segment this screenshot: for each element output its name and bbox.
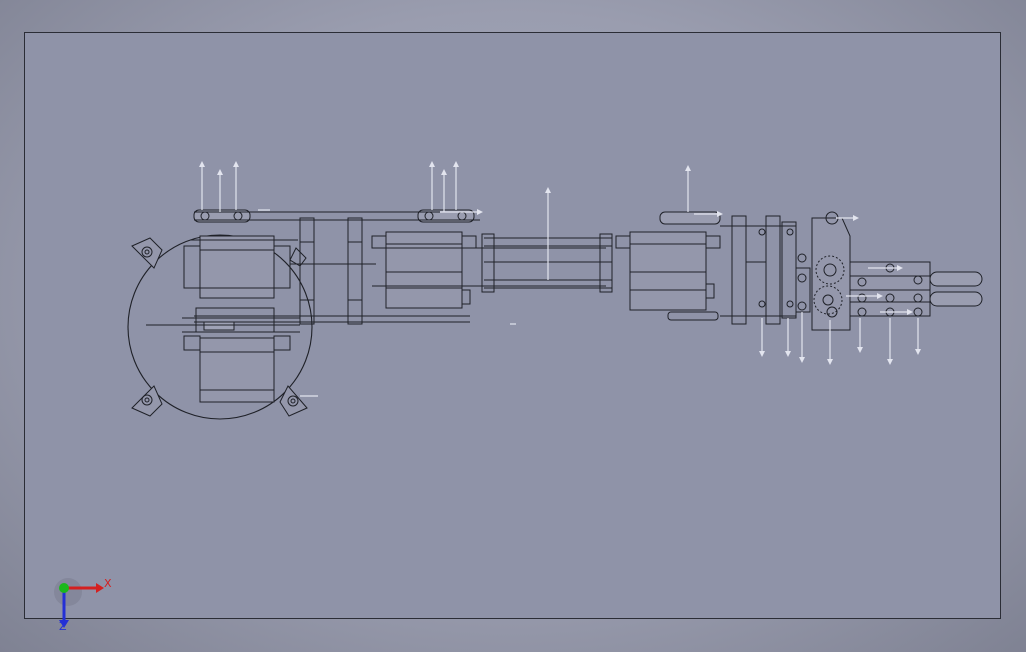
- load-arrows: [199, 161, 921, 397]
- shoulder-hub: [193, 209, 475, 223]
- base-servo-lower: [183, 335, 291, 403]
- base-plate: [127, 234, 313, 420]
- upper-arm-link: [194, 211, 480, 325]
- view-orientation-triad: [54, 578, 104, 628]
- z-axis-label: Z: [59, 620, 67, 633]
- elbow-servo: [371, 231, 606, 309]
- x-axis-label: X: [104, 577, 112, 590]
- wrist-bracket: [720, 215, 797, 325]
- base-servo-upper: [183, 235, 298, 299]
- base-bracket: [146, 307, 300, 333]
- wrist-servo: [615, 211, 721, 321]
- forearm-link: [481, 233, 613, 293]
- y-axis-dot: [59, 583, 69, 593]
- gripper-gear-assembly: [795, 211, 851, 331]
- gripper-fingers: [849, 261, 983, 317]
